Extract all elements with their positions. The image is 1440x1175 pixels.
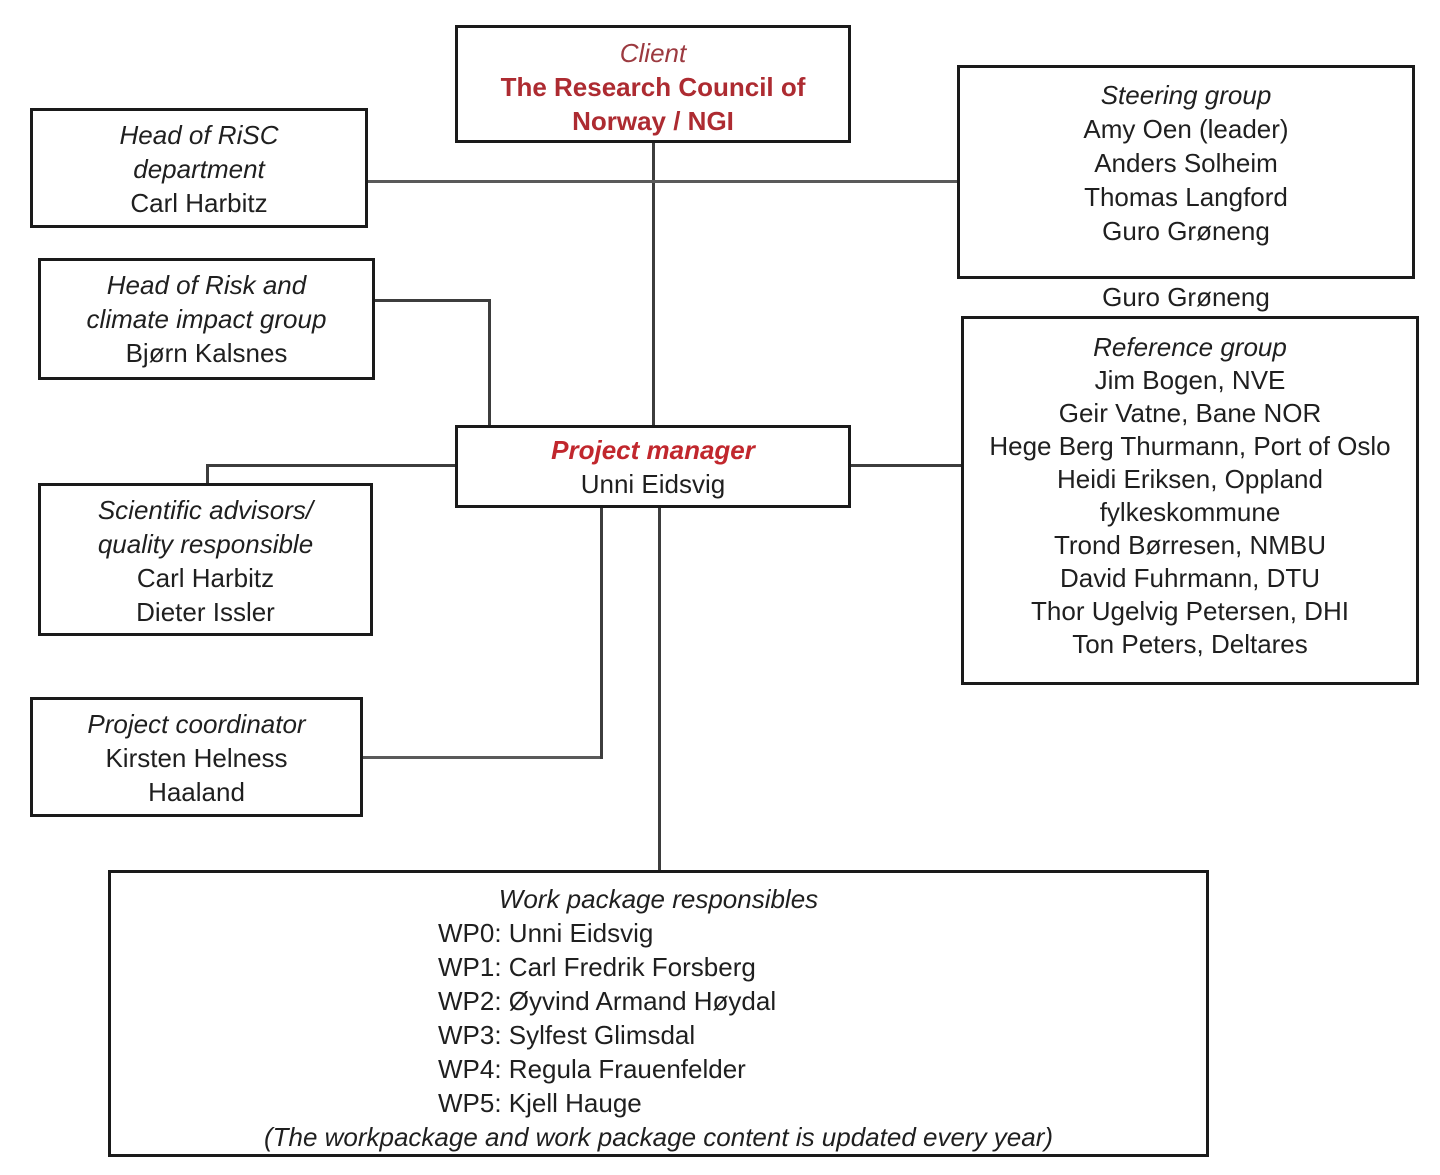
connector-scientific-advisors-horizontal bbox=[206, 464, 455, 467]
climate-title-line1: Head of Risk and bbox=[106, 270, 307, 300]
wp-item: WP1: Carl Fredrik Forsberg bbox=[438, 952, 756, 982]
client-role-label: Client bbox=[619, 38, 687, 68]
project-coordinator-box: Project coordinator Kirsten Helness Haal… bbox=[30, 697, 363, 817]
wp-item: WP5: Kjell Hauge bbox=[438, 1088, 642, 1118]
reference-member: Geir Vatne, Bane NOR bbox=[1058, 398, 1322, 428]
reference-member: Hege Berg Thurmann, Port of Oslo bbox=[989, 431, 1391, 461]
steering-member: Anders Solheim bbox=[1094, 148, 1278, 178]
climate-title-line2: climate impact group bbox=[86, 304, 327, 334]
pm-name: Unni Eidsvig bbox=[580, 469, 726, 499]
reference-member: David Fuhrmann, DTU bbox=[1059, 563, 1321, 593]
project-manager-box: Project manager Unni Eidsvig bbox=[455, 425, 851, 508]
reference-member: fylkeskommune bbox=[1099, 497, 1281, 527]
reference-member: Trond Børresen, NMBU bbox=[1053, 530, 1327, 560]
coordinator-name-line2: Haaland bbox=[148, 777, 245, 807]
wp-item: WP0: Unni Eidsvig bbox=[438, 918, 654, 948]
scientific-advisors-box: Scientific advisors/ quality responsible… bbox=[38, 483, 373, 636]
reference-member: Thor Ugelvig Petersen, DHI bbox=[1031, 596, 1349, 626]
client-name-line1: The Research Council of bbox=[500, 72, 806, 102]
connector-coordinator-horizontal bbox=[363, 756, 603, 759]
climate-name: Bjørn Kalsnes bbox=[125, 338, 288, 368]
risc-title-line2: department bbox=[133, 154, 265, 184]
pm-title: Project manager bbox=[551, 435, 755, 465]
steering-member: Guro Grøneng bbox=[1102, 216, 1270, 246]
steering-member: Thomas Langford bbox=[1084, 182, 1288, 212]
connector-client-to-project-manager bbox=[652, 143, 655, 425]
wp-item: WP4: Regula Frauenfelder bbox=[438, 1054, 746, 1084]
steering-member: Amy Oen (leader) bbox=[1083, 114, 1289, 144]
reference-member: Heidi Eriksen, Oppland bbox=[1057, 464, 1323, 494]
sci-member: Carl Harbitz bbox=[136, 563, 275, 593]
connector-pm-to-work-packages bbox=[658, 508, 661, 870]
wp-item: WP3: Sylfest Glimsdal bbox=[438, 1020, 696, 1050]
connector-pm-to-reference-group bbox=[851, 464, 961, 467]
work-packages-box: Work package responsibles WP0: Unni Eids… bbox=[108, 870, 1209, 1157]
client-name-line2: Norway / NGI bbox=[572, 106, 734, 136]
risc-title-line1: Head of RiSC bbox=[119, 120, 279, 150]
connector-climate-group-horizontal bbox=[375, 299, 491, 302]
head-of-risk-climate-box: Head of Risk and climate impact group Bj… bbox=[38, 258, 375, 380]
wp-title: Work package responsibles bbox=[498, 884, 819, 914]
reference-title: Reference group bbox=[1093, 332, 1287, 362]
connector-coordinator-vertical bbox=[600, 508, 603, 759]
reference-member: Ton Peters, Deltares bbox=[1072, 629, 1308, 659]
connector-scientific-advisors-stub bbox=[206, 464, 209, 485]
risc-name: Carl Harbitz bbox=[130, 188, 268, 218]
steering-title: Steering group bbox=[1100, 80, 1272, 110]
sci-member: Dieter Issler bbox=[136, 597, 275, 627]
wp-item: WP2: Øyvind Armand Høydal bbox=[438, 986, 777, 1016]
steering-group-box: Steering group Amy Oen (leader) Anders S… bbox=[957, 65, 1415, 279]
wp-items: WP0: Unni Eidsvig WP1: Carl Fredrik Fors… bbox=[111, 916, 1206, 1120]
wp-footnote: (The workpackage and work package conten… bbox=[263, 1122, 1054, 1152]
coordinator-title: Project coordinator bbox=[87, 709, 306, 739]
reference-group-box: Reference group Jim Bogen, NVE Geir Vatn… bbox=[961, 316, 1419, 685]
coordinator-name-line1: Kirsten Helness bbox=[105, 743, 288, 773]
connector-risc-to-steering-group bbox=[368, 180, 957, 183]
head-of-risc-box: Head of RiSC department Carl Harbitz bbox=[30, 108, 368, 228]
reference-member: Jim Bogen, NVE bbox=[1094, 365, 1286, 395]
steering-overflow-text: Guro Grøneng bbox=[1102, 282, 1270, 312]
connector-climate-group-vertical bbox=[488, 299, 491, 425]
client-box: Client The Research Council of Norway / … bbox=[455, 25, 851, 143]
sci-title-line1: Scientific advisors/ bbox=[97, 495, 314, 525]
sci-title-line2: quality responsible bbox=[97, 529, 314, 559]
